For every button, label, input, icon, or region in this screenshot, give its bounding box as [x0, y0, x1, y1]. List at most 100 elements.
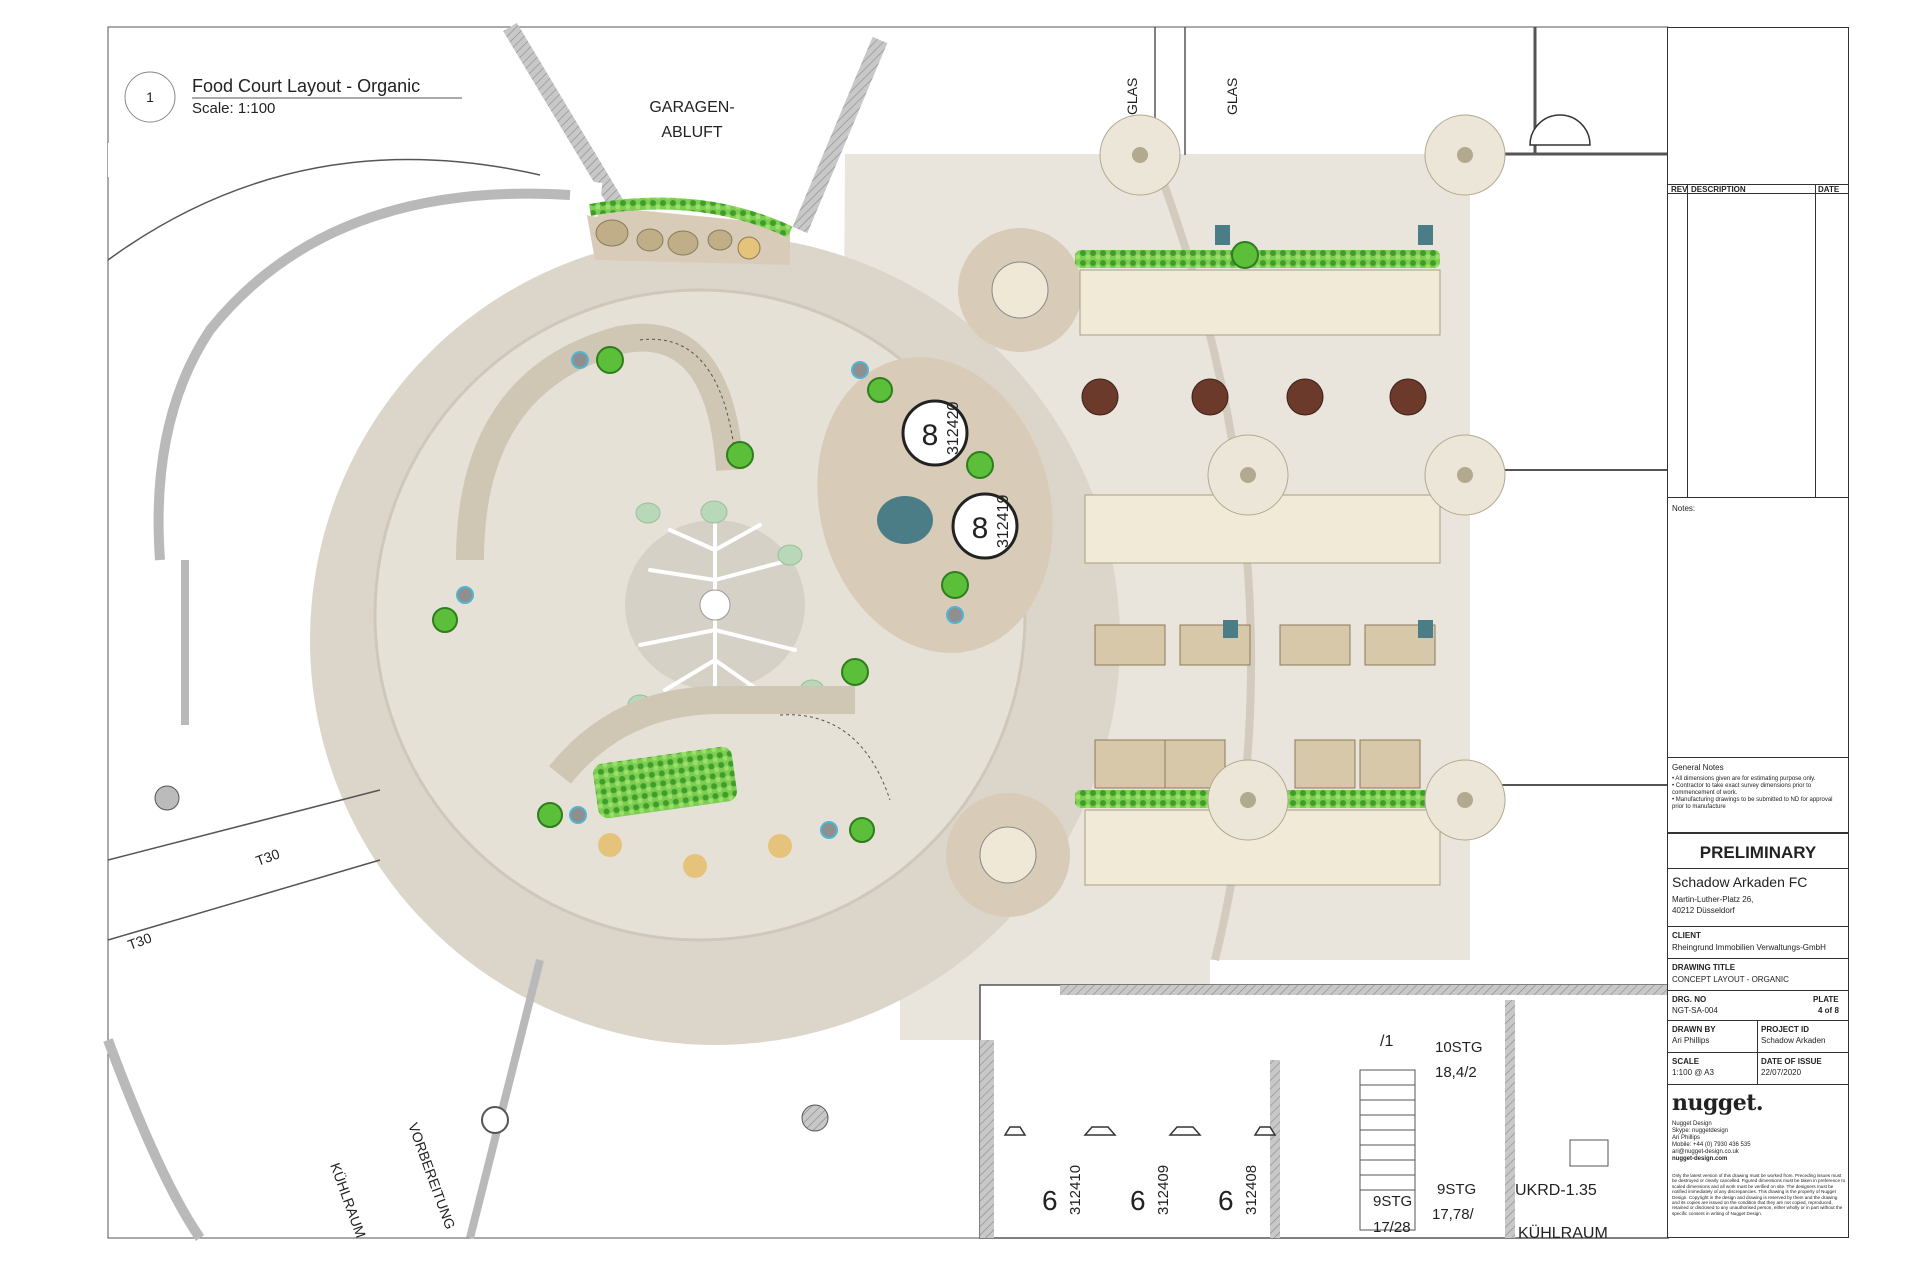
sofa-booths — [1094, 624, 1436, 789]
round-table-bottom — [946, 793, 1070, 917]
label-stg-9b: 9STG — [1437, 1181, 1476, 1198]
company-line-2: Skype: nuggetdesign — [1672, 1128, 1729, 1134]
wall-diagonal-right — [792, 36, 888, 234]
revision-header: REV DESCRIPTION DATE — [1668, 184, 1848, 194]
rev-col-divider — [1687, 184, 1688, 497]
seating-label-312409: 6 312409 — [1130, 1165, 1172, 1216]
project-name: Schadow Arkaden FC — [1672, 874, 1808, 890]
brand-logo: nugget. — [1672, 1090, 1764, 1116]
grey-rocks — [456, 351, 964, 839]
pillar-left — [154, 785, 180, 811]
general-note-2: • Contractor to take exact survey dimens… — [1672, 783, 1812, 796]
status-preliminary: PRELIMINARY — [1699, 843, 1817, 862]
kitchen-sink — [1569, 1139, 1609, 1167]
brown-tables — [1081, 378, 1427, 416]
general-notes-title: General Notes — [1672, 763, 1724, 772]
svg-text:8: 8 — [972, 512, 989, 545]
label-ukrd: UKRD-1.35 — [1515, 1182, 1597, 1199]
label-t30-1: T30 — [254, 845, 282, 868]
drg-no-value: NGT-SA-004 — [1672, 1006, 1718, 1015]
stair-wall — [1270, 1060, 1280, 1238]
seating-label-312419: 8 312419 — [951, 492, 1019, 560]
wall-arc-top — [107, 158, 541, 261]
drg-section: DRG. NO NGT-SA-004 PLATE 4 of 8 — [1668, 990, 1848, 1020]
general-notes-section: General Notes • All dimensions given are… — [1668, 757, 1848, 827]
scale-label: SCALE — [1672, 1057, 1700, 1066]
counter-lower — [549, 685, 855, 784]
label-level-17: 17/28 — [1373, 1219, 1411, 1236]
drawn-divider — [1757, 1021, 1758, 1085]
svg-text:312409: 312409 — [1155, 1165, 1172, 1215]
scale-section: SCALE 1:100 @ A3 DATE OF ISSUE 22/07/202… — [1668, 1052, 1848, 1084]
wall-arc-outer — [153, 188, 571, 561]
svg-text:312410: 312410 — [1067, 1165, 1084, 1215]
svg-text:6: 6 — [1130, 1185, 1146, 1216]
label-glas-1: GLAS — [1124, 78, 1140, 115]
svg-text:6: 6 — [1042, 1185, 1058, 1216]
company-line-3: Ari Phillips — [1672, 1135, 1701, 1141]
svg-text:8: 8 — [922, 419, 939, 452]
pillar-bottom — [801, 1104, 829, 1132]
label-level-17b: 17,78/ — [1432, 1206, 1475, 1223]
company-line-6: nugget-design.com — [1672, 1156, 1728, 1162]
island-oval — [817, 357, 1053, 653]
pillar-low — [481, 1106, 509, 1134]
planter-lower — [593, 746, 737, 819]
seating-label-312410: 6 312410 — [1042, 1165, 1084, 1216]
general-note-3: • Manufacturing drawings to be submitted… — [1672, 797, 1833, 810]
drawing-title-label: DRAWING TITLE — [1672, 963, 1736, 972]
wall-corridor-2 — [107, 859, 381, 941]
svg-text:312419: 312419 — [995, 495, 1012, 548]
label-glas-2: GLAS — [1224, 78, 1240, 115]
label-kuehlraum-left: KÜHLRAUM — [327, 1160, 370, 1240]
drawn-by-value: Ari Phillips — [1672, 1036, 1710, 1045]
label-garagen-2: ABLUFT — [661, 124, 723, 141]
scale-value: 1:100 @ A3 — [1672, 1068, 1714, 1077]
drawing-number-circle — [124, 71, 176, 123]
seating-label-312420: 8 312420 — [901, 399, 969, 467]
pot-plants — [432, 241, 1259, 843]
title-block: REV DESCRIPTION DATE Notes: General Note… — [1667, 27, 1849, 1238]
status-section: PRELIMINARY — [1668, 832, 1848, 868]
umbrella-centres — [1132, 147, 1473, 808]
address-line-1: Martin-Luther-Platz 26, — [1672, 895, 1754, 904]
stair-treads — [1359, 1069, 1416, 1231]
tree-centrepiece — [625, 518, 805, 702]
seating-label-312408: 6 312408 — [1218, 1165, 1260, 1216]
label-garagen-1: GARAGEN- — [649, 99, 734, 116]
service-block — [979, 984, 1669, 1239]
client-section: CLIENT Rheingrund Immobilien Verwaltungs… — [1668, 926, 1848, 958]
label-stg-10: 10STG — [1435, 1039, 1483, 1056]
date-of-issue-value: 22/07/2020 — [1761, 1068, 1802, 1077]
svg-text:312420: 312420 — [945, 402, 962, 455]
drawing-number: 1 — [146, 89, 154, 105]
company-section: nugget. Nugget Design Skype: nuggetdesig… — [1668, 1084, 1848, 1239]
disclaimer-text: Only the latest version of this drawing … — [1672, 1173, 1846, 1216]
project-section: Schadow Arkaden FC Martin-Luther-Platz 2… — [1668, 868, 1848, 926]
planter-top — [588, 197, 793, 238]
round-table-top — [958, 228, 1082, 352]
notes-label: Notes: — [1672, 504, 1696, 513]
company-line-5: ari@nugget-design.co.uk — [1672, 1149, 1739, 1155]
service-wall-left — [980, 1040, 994, 1238]
service-wall-top — [1060, 985, 1668, 995]
teal-seats — [1215, 225, 1433, 638]
restroom-fixtures — [1003, 1126, 1277, 1136]
label-stair-mark: /1 — [1380, 1033, 1393, 1050]
client-value: Rheingrund Immobilien Verwaltungs-GmbH — [1672, 943, 1826, 952]
company-line-1: Nugget Design — [1672, 1121, 1712, 1127]
date-of-issue-label: DATE OF ISSUE — [1761, 1057, 1822, 1066]
label-t30-2: T30 — [126, 929, 154, 952]
stair-wall-2 — [1505, 1000, 1515, 1238]
company-line-4: Mobile: +44 (0) 7930 436 535 — [1672, 1142, 1751, 1148]
boulders-top — [595, 219, 761, 260]
label-vorbereitung: VORBEREITUNG — [405, 1121, 458, 1232]
date-col-divider — [1815, 184, 1816, 497]
wall-lower-left — [103, 1038, 205, 1241]
island-pond — [877, 496, 933, 544]
drg-no-label: DRG. NO — [1672, 995, 1707, 1004]
address-line-2: 40212 Düsseldorf — [1672, 906, 1735, 915]
plate-value: 4 of 8 — [1818, 1006, 1839, 1015]
svg-text:6: 6 — [1218, 1185, 1234, 1216]
